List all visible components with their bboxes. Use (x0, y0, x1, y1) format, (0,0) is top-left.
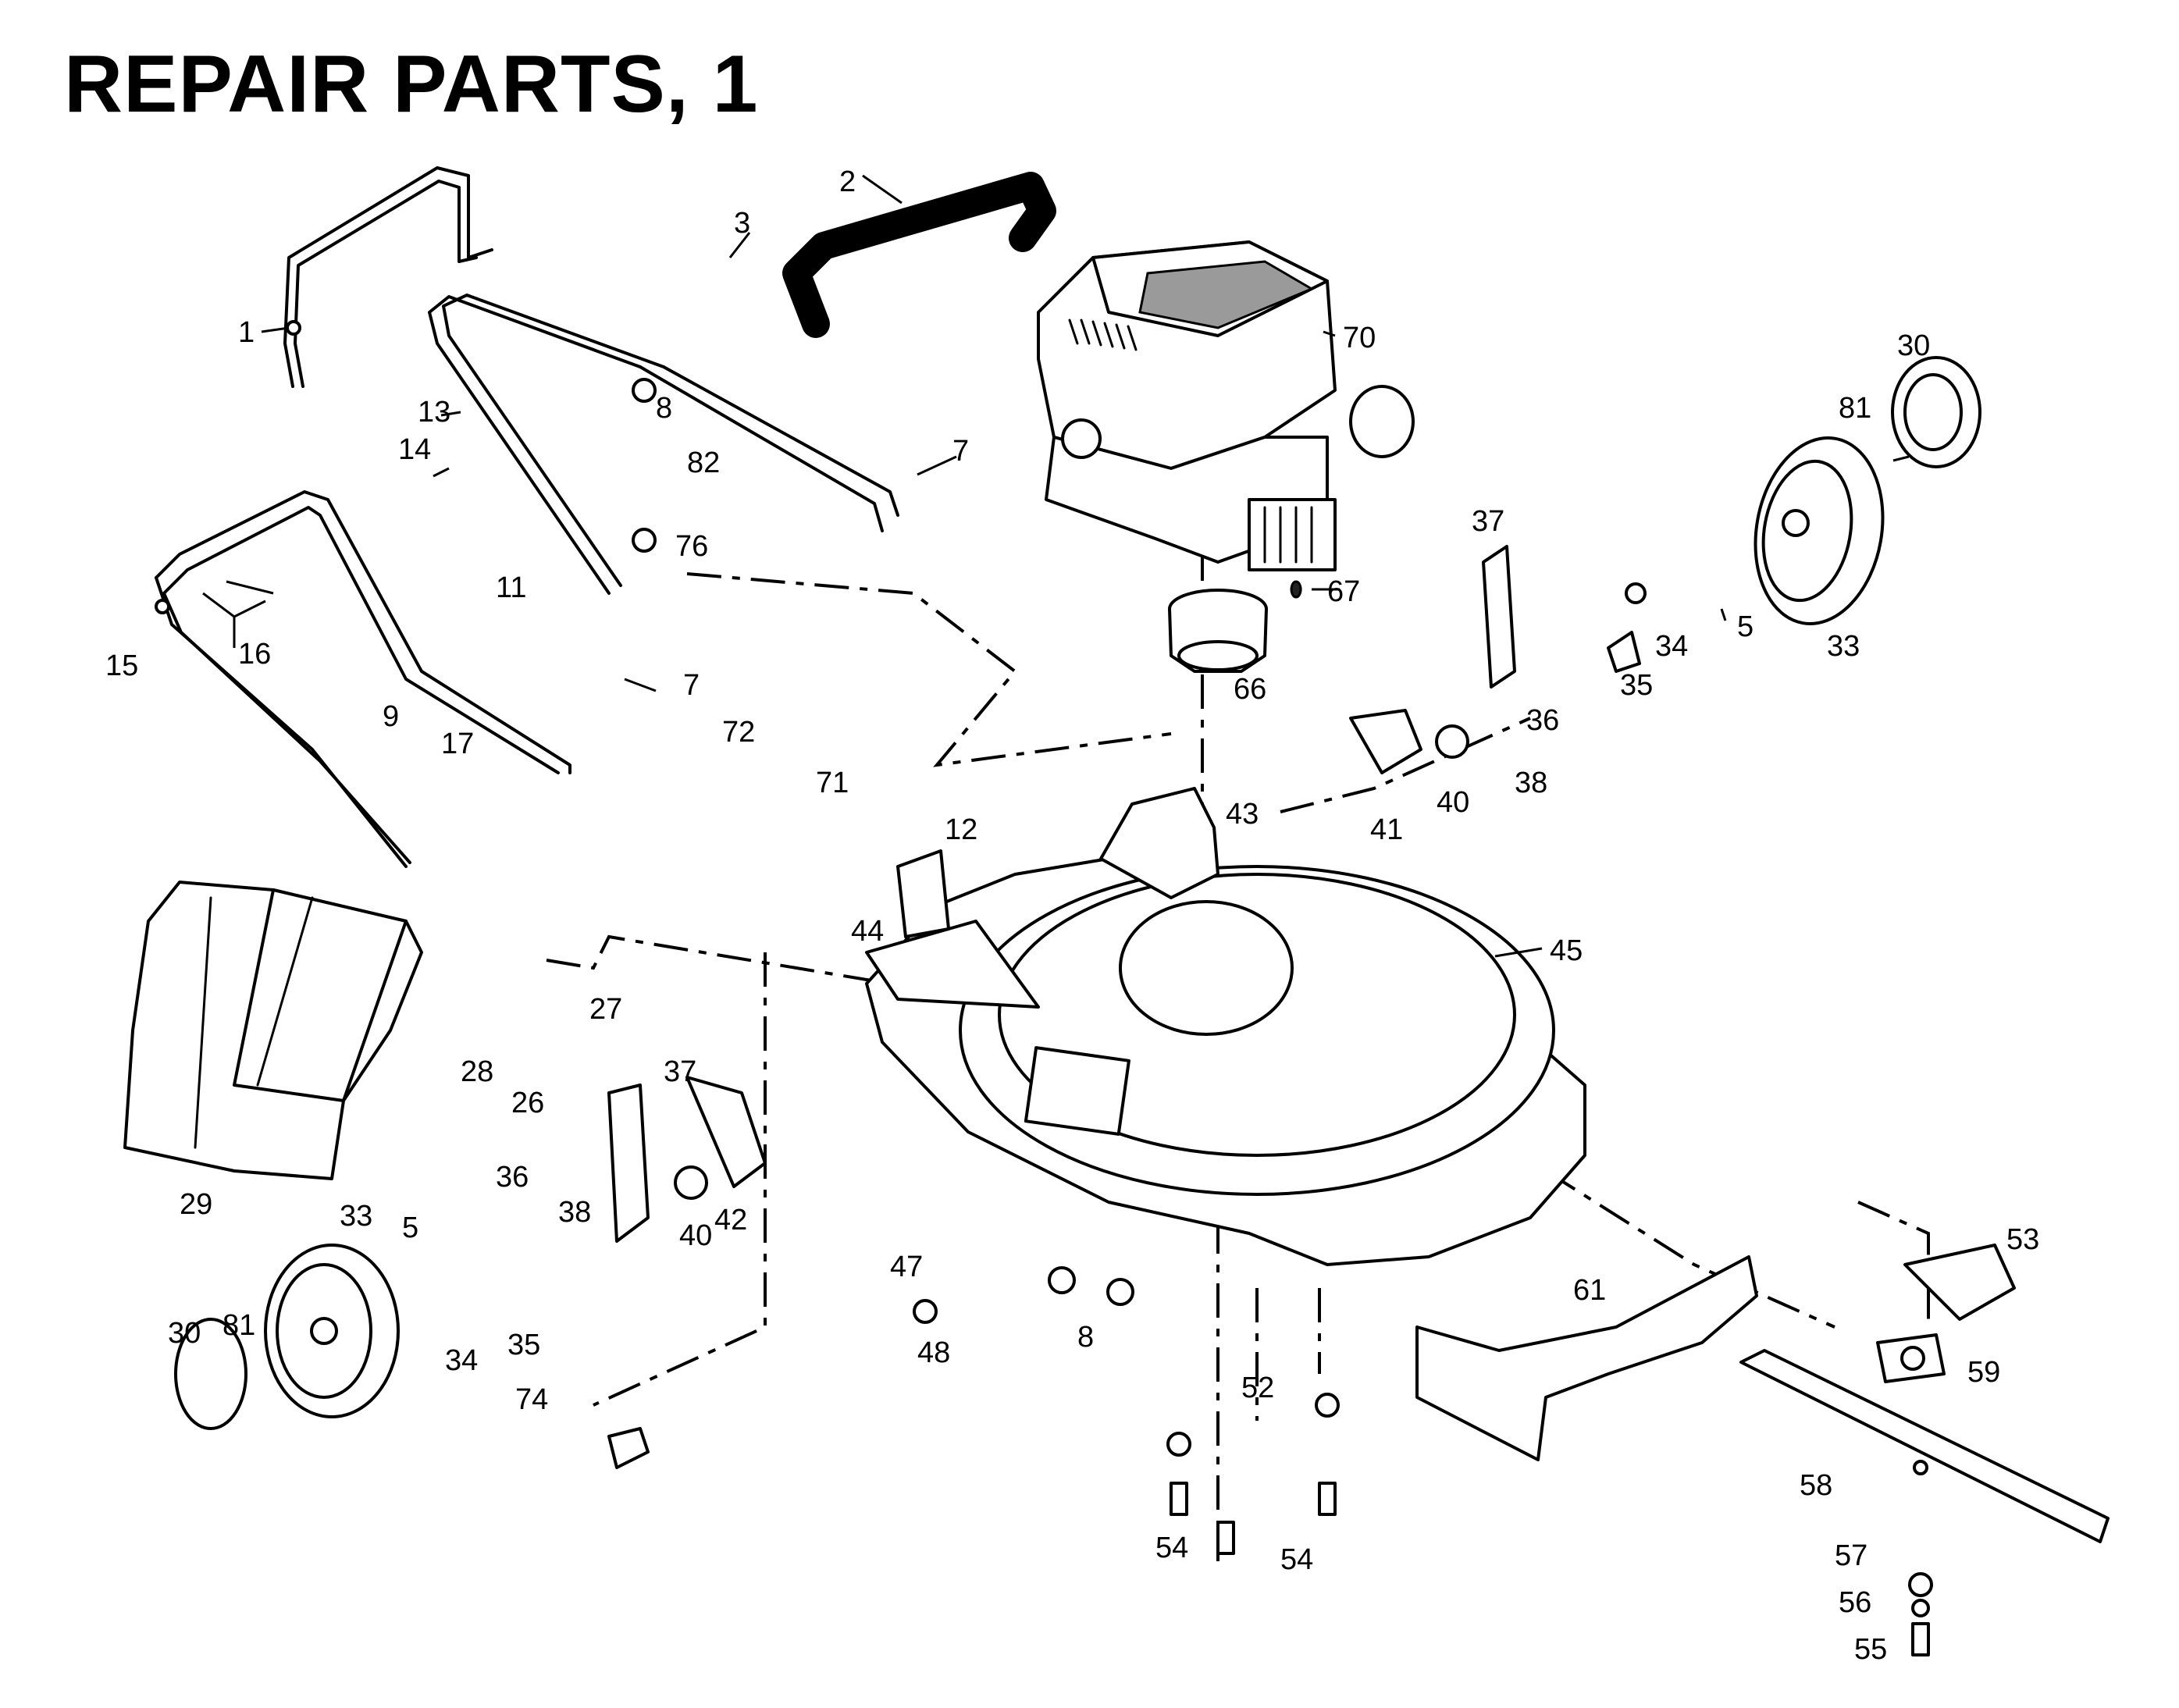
part-3-upper-handle (428, 294, 899, 595)
part-30-hubcap-right (1891, 356, 1981, 468)
part-61-baffle (1415, 1255, 1758, 1461)
callout-76: 76 (675, 530, 708, 563)
callout-81-left: 81 (223, 1309, 255, 1342)
callout-71: 71 (816, 767, 849, 799)
callout-58: 58 (1800, 1469, 1832, 1502)
callout-33-right: 33 (1827, 630, 1860, 663)
callout-72: 72 (722, 716, 755, 749)
callout-7-bottom: 7 (683, 669, 700, 702)
callout-81-right: 81 (1839, 392, 1871, 425)
callout-74: 74 (515, 1383, 548, 1416)
callout-38-left: 38 (558, 1196, 591, 1229)
callout-52: 52 (1241, 1372, 1274, 1404)
callout-9: 9 (383, 700, 399, 733)
callout-42: 42 (714, 1204, 747, 1237)
callout-82: 82 (687, 447, 720, 479)
hardware-marks (607, 378, 1933, 1656)
callout-40-left: 40 (679, 1219, 712, 1252)
callout-27: 27 (589, 993, 622, 1026)
callout-59: 59 (1967, 1356, 2000, 1389)
callout-12: 12 (945, 813, 977, 846)
callout-57: 57 (1835, 1539, 1867, 1572)
callout-labels: 1 2 3 70 30 81 13 8 7 14 82 76 37 11 67 … (105, 165, 2039, 1666)
page-title: REPAIR PARTS, 1 (64, 39, 759, 130)
callout-28: 28 (461, 1055, 493, 1088)
callout-13: 13 (418, 396, 450, 429)
callout-29: 29 (180, 1188, 212, 1221)
callout-5-left: 5 (402, 1212, 418, 1244)
callout-61: 61 (1573, 1274, 1606, 1307)
part-66-blade-adapter (1168, 589, 1268, 673)
callout-33-left: 33 (340, 1200, 372, 1233)
callout-35-right: 35 (1620, 669, 1653, 702)
callout-34-left: 34 (445, 1344, 478, 1377)
callout-38-right: 38 (1515, 767, 1547, 799)
callout-1: 1 (238, 316, 255, 349)
callout-30-left: 30 (168, 1317, 201, 1350)
callout-70: 70 (1343, 322, 1376, 354)
callout-8-bottom: 8 (1077, 1321, 1094, 1354)
callout-15: 15 (105, 649, 138, 682)
callout-48: 48 (917, 1336, 950, 1369)
callout-35-left: 35 (507, 1329, 540, 1361)
part-67-key (1290, 580, 1302, 599)
part-45-mower-deck (865, 787, 1586, 1266)
part-30-hubcap-left (174, 1318, 247, 1430)
callout-45: 45 (1550, 934, 1583, 967)
callout-8-top: 8 (656, 392, 672, 425)
leader-lines (202, 174, 1910, 958)
callout-30-right: 30 (1897, 329, 1930, 362)
callout-36-right: 36 (1526, 704, 1559, 737)
part-70-engine (1037, 240, 1415, 571)
callout-40-right: 40 (1437, 786, 1469, 819)
part-44-bracket (896, 849, 950, 938)
part-58-blade (1739, 1349, 2110, 1543)
part-29-grass-bag (123, 881, 423, 1180)
callout-43: 43 (1226, 798, 1259, 831)
part-15-lower-handle (155, 490, 571, 868)
callout-7-top: 7 (952, 435, 969, 468)
callout-56: 56 (1839, 1586, 1871, 1619)
callout-66: 66 (1234, 673, 1266, 706)
callout-55: 55 (1854, 1633, 1887, 1666)
callout-14: 14 (398, 433, 431, 466)
callout-37-right: 37 (1472, 505, 1504, 538)
callout-34-right: 34 (1655, 630, 1688, 663)
callout-17: 17 (441, 728, 474, 760)
callout-37-left: 37 (664, 1055, 696, 1088)
callout-54-left: 54 (1155, 1532, 1188, 1564)
part-33-wheel-left (264, 1244, 400, 1418)
callout-26: 26 (511, 1087, 544, 1119)
part-33-wheel-right (1754, 436, 1885, 625)
callout-41: 41 (1370, 813, 1403, 846)
callout-16: 16 (238, 638, 271, 671)
callout-53: 53 (2006, 1223, 2039, 1256)
callout-5-right: 5 (1737, 610, 1754, 643)
callout-47: 47 (890, 1251, 923, 1283)
part-53-stiffener (1903, 1244, 2016, 1321)
part-59-adapter (1876, 1333, 1946, 1383)
callout-44: 44 (851, 915, 884, 948)
callout-11: 11 (496, 571, 526, 604)
callout-3: 3 (734, 207, 750, 240)
part-1-control-bail (283, 166, 493, 388)
callout-54-right: 54 (1280, 1543, 1313, 1576)
callout-67: 67 (1327, 575, 1360, 608)
callout-36-left: 36 (496, 1161, 529, 1194)
callout-2: 2 (839, 165, 856, 198)
part-2-handle-grip (782, 172, 1056, 338)
